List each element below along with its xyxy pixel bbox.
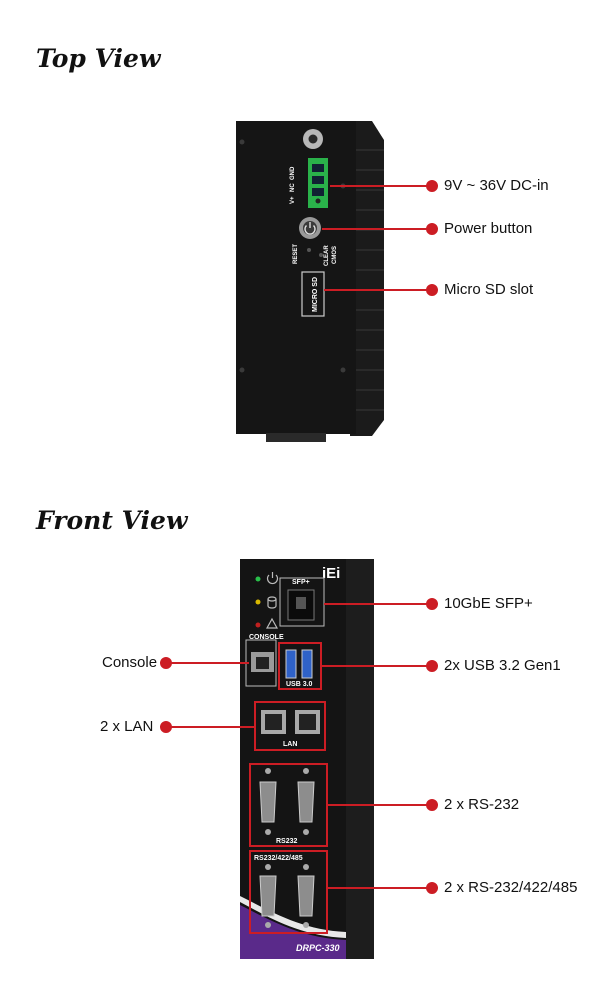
screw-icon xyxy=(239,367,245,373)
rs232-label: RS232 xyxy=(276,838,298,845)
rs485-port xyxy=(259,864,277,928)
power-led xyxy=(255,576,261,582)
usb-label: USB 3.0 xyxy=(286,681,313,688)
callout-rs485: 2 x RS-232/422/485 xyxy=(444,879,578,896)
sfp-label: SFP+ xyxy=(292,579,310,586)
screw-icon xyxy=(239,139,245,145)
rs232-port xyxy=(259,768,277,835)
rs485-highlight xyxy=(249,850,328,934)
top-chassis xyxy=(236,121,356,434)
callout-console: Console xyxy=(102,654,158,671)
usb-port xyxy=(301,649,313,679)
callout-micro-sd: Micro SD slot xyxy=(444,281,534,298)
rs232-port xyxy=(297,768,315,835)
front-side-panel xyxy=(344,559,374,959)
alarm-led xyxy=(255,622,261,628)
callout-rs232: 2 x RS-232 xyxy=(444,796,520,813)
power-icon xyxy=(266,574,279,585)
iei-logo: iEi xyxy=(322,565,340,582)
terminal-label-nc: NC xyxy=(290,183,296,192)
sfp-bracket xyxy=(279,577,325,627)
callout-power-button: Power button xyxy=(444,220,533,237)
callout-lan: 2 x LAN xyxy=(100,718,154,735)
reset-button[interactable] xyxy=(307,248,311,252)
clear-cmos-label-1: CLEAR xyxy=(324,245,330,266)
usb-port xyxy=(285,649,297,679)
console-label: CONSOLE xyxy=(249,634,284,641)
terminal-label-vplus: V+ xyxy=(290,196,296,204)
callout-dc-in: 9V ~ 36V DC-in xyxy=(444,177,549,194)
micro-sd-label: MICRO SD xyxy=(312,277,319,312)
power-icon xyxy=(304,225,316,235)
clear-cmos-label-2: CMOS xyxy=(332,246,338,264)
screw-icon xyxy=(340,367,346,373)
clear-cmos-jumper xyxy=(319,253,323,257)
model-label: DRPC-330 xyxy=(296,943,340,953)
top-view-heading: Top View xyxy=(36,44,161,73)
rs485-port xyxy=(297,864,315,928)
rs485-label: RS232/422/485 xyxy=(254,855,303,862)
callout-sfp: 10GbE SFP+ xyxy=(444,595,533,612)
callout-usb: 2x USB 3.2 Gen1 xyxy=(444,657,561,674)
micro-sd-slot xyxy=(301,271,325,317)
terminal-label-gnd: GND xyxy=(290,166,296,180)
reset-label: RESET xyxy=(293,244,299,264)
lan-label: LAN xyxy=(283,741,297,748)
warning-icon xyxy=(265,617,279,629)
front-callout-lines xyxy=(160,598,438,894)
top-callout-lines xyxy=(322,180,438,296)
storage-led xyxy=(255,599,261,605)
front-view-heading: Front View xyxy=(36,506,188,535)
bottom-connector xyxy=(266,433,326,442)
